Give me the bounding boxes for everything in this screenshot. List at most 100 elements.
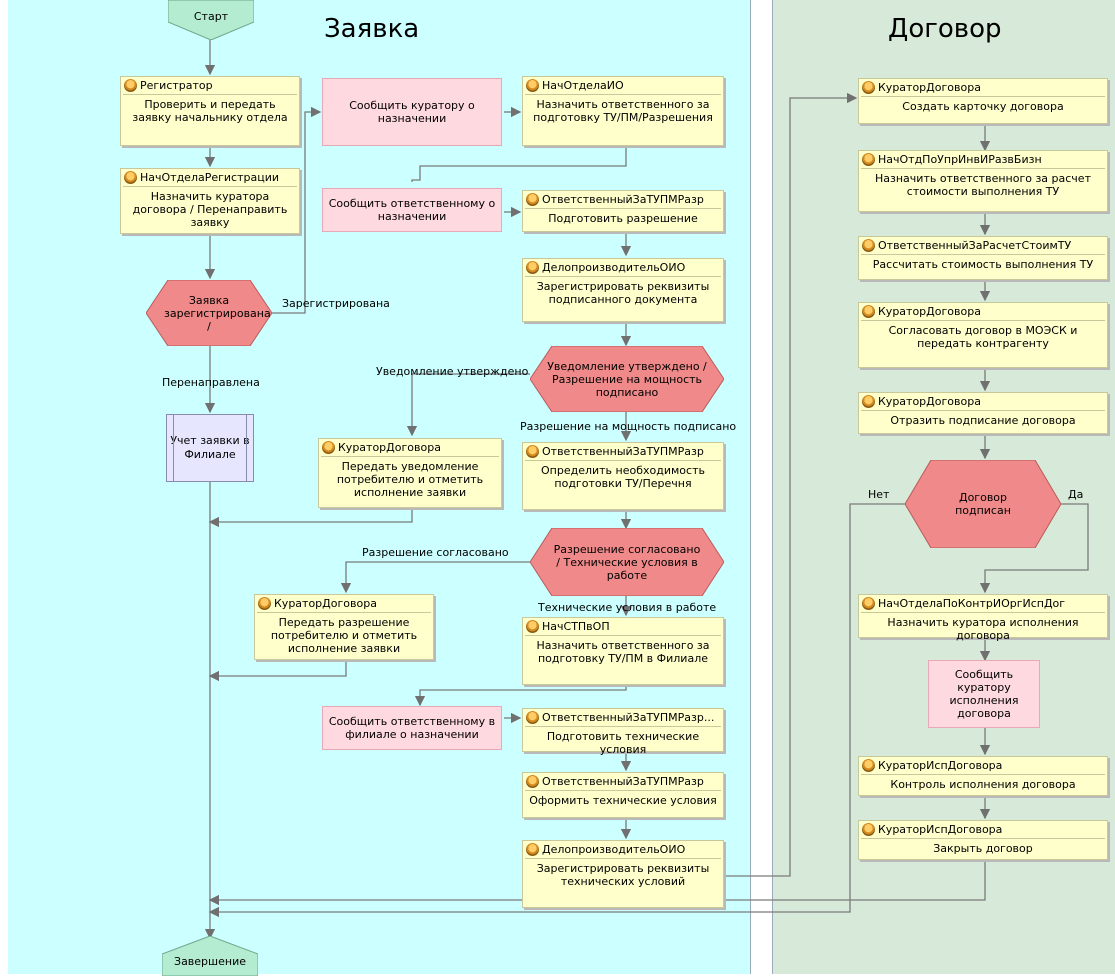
decision-label: Заявка зарегистрирована / <box>164 293 271 333</box>
task-soglasovat-dogovor[interactable]: КураторДоговора Согласовать договор в МО… <box>858 302 1108 368</box>
task-registrator[interactable]: Регистратор Проверить и передать заявку … <box>120 76 300 146</box>
task-role: Регистратор <box>140 79 213 92</box>
task-role: КураторИспДоговора <box>878 823 1003 836</box>
task-role: НачОтделаИО <box>542 79 624 92</box>
task-text: Передать разрешение потребителю и отмети… <box>270 616 418 655</box>
task-text: Подготовить технические условия <box>546 730 700 756</box>
task-podgotovit-tu[interactable]: ОтветственныйЗаТУПМРазр... Подготовить т… <box>522 708 724 756</box>
task-role: ОтветственныйЗаТУПМРазр... <box>542 711 715 724</box>
lane-title-dogovor: Договор <box>888 14 1002 44</box>
task-text: Создать карточку договора <box>902 100 1064 113</box>
task-deloproizv-1[interactable]: ДелопроизводительОИО Зарегистрировать ре… <box>522 258 724 322</box>
user-icon <box>526 620 539 633</box>
task-role: НачОтделаРегистрации <box>140 171 280 184</box>
task-role: ДелопроизводительОИО <box>542 843 686 856</box>
task-kontrol-ispolneniya[interactable]: КураторИспДоговора Контроль исполнения д… <box>858 756 1108 796</box>
task-role: НачОтделаПоКонтрИОргИспДог <box>878 597 1066 610</box>
task-oformit-tu[interactable]: ОтветственныйЗаТУПМРазр Оформить техниче… <box>522 772 724 818</box>
edge-label-perenapravlena: Перенаправлена <box>162 376 260 389</box>
decision-label: Уведомление утверждено / Разрешение на м… <box>547 359 707 399</box>
task-naznachit-raschet[interactable]: НачОтдПоУпрИнвИРазвБизн Назначить ответс… <box>858 150 1108 212</box>
user-icon <box>322 441 335 454</box>
user-icon <box>526 843 539 856</box>
notify-kurator[interactable]: Сообщить куратору о назначении <box>322 78 502 146</box>
decision-uvedomlenie[interactable]: Уведомление утверждено / Разрешение на м… <box>530 346 724 412</box>
decision-dogovor-podpisan[interactable]: Договор подписан <box>905 460 1061 548</box>
task-rasschitat-stoimost[interactable]: ОтветственныйЗаРасчетСтоимТУ Рассчитать … <box>858 236 1108 280</box>
notify-otvetstvennyy-filial[interactable]: Сообщить ответственному в филиале о назн… <box>322 706 502 750</box>
task-text: Назначить ответственного за расчет стоим… <box>875 172 1091 198</box>
edge-label-razr-moshnost: Разрешение на мощность подписано <box>520 420 737 433</box>
task-opredelit-neobhodimost[interactable]: ОтветственныйЗаТУПМРазр Определить необх… <box>522 442 724 510</box>
task-role: КураторДоговора <box>878 395 981 408</box>
user-icon <box>862 395 875 408</box>
task-text: Отразить подписание договора <box>890 414 1076 427</box>
task-text: Подготовить разрешение <box>548 212 698 225</box>
start-event[interactable]: Старт <box>168 0 254 40</box>
task-role: КураторИспДоговора <box>878 759 1003 772</box>
user-icon <box>862 153 875 166</box>
task-text: Рассчитать стоимость выполнения ТУ <box>872 258 1094 271</box>
task-naznachit-kuratora-isp[interactable]: НачОтделаПоКонтрИОргИспДог Назначить кур… <box>858 594 1108 642</box>
user-icon <box>526 79 539 92</box>
task-nach-stp[interactable]: НачСТПвОП Назначить ответственного за по… <box>522 617 724 685</box>
task-role: ОтветственныйЗаРасчетСтоимТУ <box>878 239 1072 252</box>
task-role: НачОтдПоУпрИнвИРазвБизн <box>878 153 1042 166</box>
task-kurator-razreshenie[interactable]: КураторДоговора Передать разрешение потр… <box>254 594 434 660</box>
edge-label-net: Нет <box>868 488 890 501</box>
user-icon <box>124 79 137 92</box>
user-icon <box>862 759 875 772</box>
task-text: Передать уведомление потребителю и отмет… <box>336 460 484 499</box>
task-text: Зарегистрировать реквизиты подписанного … <box>536 280 710 306</box>
user-icon <box>862 239 875 252</box>
decision-label: Договор подписан <box>955 491 1011 517</box>
task-text: Определить необходимость подготовки ТУ/П… <box>541 464 705 490</box>
task-text: Согласовать договор в МОЭСК и передать к… <box>888 324 1078 350</box>
task-text: Контроль исполнения договора <box>890 778 1076 791</box>
user-icon <box>526 775 539 788</box>
task-otv-podgotovit-razreshenie[interactable]: ОтветственныйЗаТУПМРазр Подготовить разр… <box>522 190 724 232</box>
edge-label-zaregistrirovana: Зарегистрирована <box>282 297 390 310</box>
task-deloproizv-2[interactable]: ДелопроизводительОИО Зарегистрировать ре… <box>522 840 724 908</box>
task-otrazit-podpisanie[interactable]: КураторДоговора Отразить подписание дого… <box>858 392 1108 434</box>
notify-otvetstvennyy[interactable]: Сообщить ответственному о назначении <box>322 188 502 232</box>
task-sozdat-kartochku[interactable]: КураторДоговора Создать карточку договор… <box>858 78 1108 124</box>
task-text: Назначить куратора исполнения договора <box>887 616 1079 642</box>
notify-kurator-ispolneniya[interactable]: Сообщить куратору исполнения договора <box>928 660 1040 728</box>
task-role: КураторДоговора <box>878 305 981 318</box>
end-event[interactable]: Завершение <box>162 936 258 976</box>
task-role: ОтветственныйЗаТУПМРазр <box>542 445 704 458</box>
edge-label-uvedomlenie: Уведомление утверждено <box>376 365 529 378</box>
user-icon <box>862 823 875 836</box>
task-text: Закрыть договор <box>933 842 1033 855</box>
user-icon <box>526 445 539 458</box>
task-nach-otdela-registracii[interactable]: НачОтделаРегистрации Назначить куратора … <box>120 168 300 234</box>
task-role: НачСТПвОП <box>542 620 610 633</box>
task-text: Проверить и передать заявку начальнику о… <box>132 98 288 124</box>
user-icon <box>526 261 539 274</box>
task-text: Назначить ответственного за подготовку Т… <box>536 639 710 665</box>
user-icon <box>124 171 137 184</box>
end-label: Завершение <box>174 954 246 968</box>
task-nach-otdela-io[interactable]: НачОтделаИО Назначить ответственного за … <box>522 76 724 146</box>
task-text: Оформить технические условия <box>529 794 717 807</box>
task-text: Назначить ответственного за подготовку Т… <box>533 98 713 124</box>
edge-label-tu-v-rabote: Технические условия в работе <box>538 601 717 614</box>
task-role: КураторДоговора <box>274 597 377 610</box>
task-role: КураторДоговора <box>338 441 441 454</box>
task-zakryt-dogovor[interactable]: КураторИспДоговора Закрыть договор <box>858 820 1108 860</box>
user-icon <box>526 711 539 724</box>
subprocess-uchet-zayavki[interactable]: Учет заявки в Филиале <box>166 414 254 482</box>
edge-label-razr-soglasovano: Разрешение согласовано <box>362 546 509 559</box>
user-icon <box>526 193 539 206</box>
task-kurator-uvedomlenie[interactable]: КураторДоговора Передать уведомление пот… <box>318 438 502 508</box>
decision-razreshenie-soglasovano[interactable]: Разрешение согласовано / Технические усл… <box>530 528 724 596</box>
decision-zayavka-zaregistrirovana[interactable]: Заявка зарегистрирована / <box>146 280 272 346</box>
task-role: КураторДоговора <box>878 81 981 94</box>
user-icon <box>862 81 875 94</box>
task-text: Зарегистрировать реквизиты технических у… <box>536 862 710 888</box>
task-role: ДелопроизводительОИО <box>542 261 686 274</box>
decision-label: Разрешение согласовано / Технические усл… <box>553 542 701 582</box>
edge-label-da: Да <box>1068 488 1084 501</box>
